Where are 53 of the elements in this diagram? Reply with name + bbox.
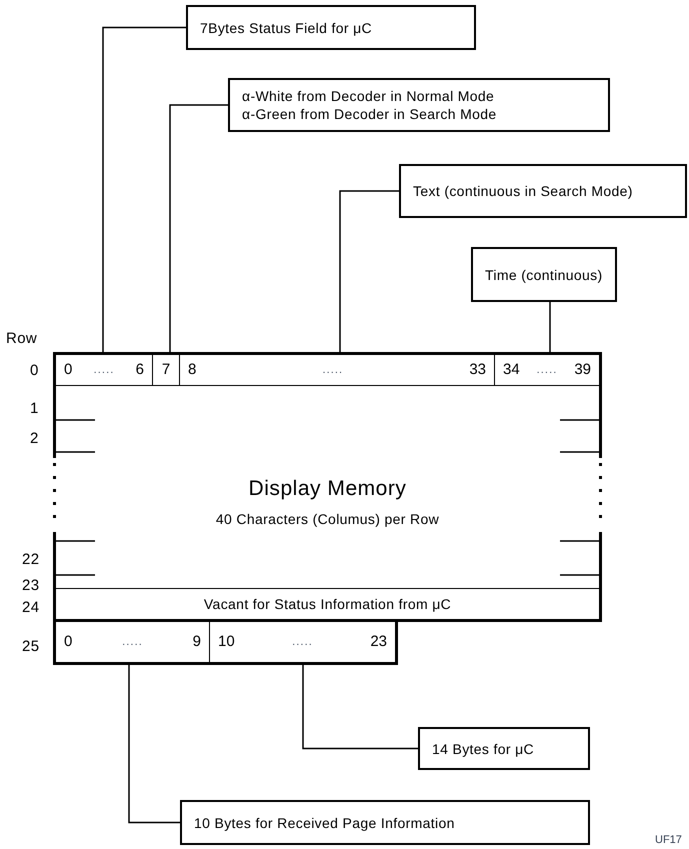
row-number: 0 <box>30 361 39 381</box>
leader-line <box>339 190 399 355</box>
memory-cell <box>56 355 153 386</box>
label-box <box>186 5 476 50</box>
leader-line <box>302 665 418 750</box>
column-number: 10 <box>218 632 235 652</box>
column-number: 7 <box>162 360 170 380</box>
row-number: 24 <box>22 598 40 618</box>
label-box <box>399 164 687 218</box>
label-box <box>228 78 610 132</box>
column-number: 34 <box>503 360 520 380</box>
row-number: 23 <box>22 576 40 596</box>
box-text: Text (continuous in Search Mode) <box>413 182 633 200</box>
row-number: 2 <box>30 429 39 449</box>
memory-cell <box>180 355 495 386</box>
column-number: 0 <box>64 632 72 652</box>
label-box <box>180 800 590 845</box>
column-number: 39 <box>574 360 591 380</box>
box-text: α-Green from Decoder in Search Mode <box>242 105 497 123</box>
ellipsis-dots: ..... <box>94 362 114 378</box>
label-box <box>471 247 617 302</box>
memory-cell <box>153 355 180 386</box>
row-number: 1 <box>30 399 39 419</box>
memory-cell <box>210 622 398 665</box>
box-text: 7Bytes Status Field for μC <box>200 18 372 36</box>
column-number: 8 <box>188 360 196 380</box>
label-box <box>418 727 590 770</box>
ellipsis-dots: ..... <box>122 634 143 650</box>
column-number: 9 <box>192 632 201 652</box>
memory-subtitle: 40 Characters (Columus) per Row <box>216 510 440 529</box>
box-text: 10 Bytes for Received Page Information <box>194 814 455 832</box>
row-heading: Row <box>6 329 38 349</box>
ellipsis-dots: ..... <box>536 362 558 378</box>
leader-line <box>128 665 180 824</box>
column-number: 0 <box>64 360 72 380</box>
box-text: Time (continuous) <box>485 266 602 284</box>
row-number: 22 <box>22 550 40 570</box>
ellipsis-dots: ..... <box>292 634 313 650</box>
column-number: 33 <box>469 360 486 380</box>
memory-map-frame <box>53 352 602 622</box>
column-number: 6 <box>136 360 144 380</box>
box-text: 14 Bytes for μC <box>432 740 534 758</box>
leader-line <box>169 104 228 355</box>
ellipsis-dots: ..... <box>322 362 344 378</box>
memory-title: Display Memory <box>248 476 406 502</box>
memory-cell <box>53 622 210 665</box>
leader-line <box>549 302 551 355</box>
leader-line <box>102 26 186 355</box>
column-number: 23 <box>370 632 387 652</box>
box-text: α-White from Decoder in Normal Mode <box>242 87 494 105</box>
row-number: 25 <box>22 637 40 657</box>
box-text: Vacant for Status Information from μC <box>204 595 452 613</box>
figure-code: UF17 <box>655 833 682 848</box>
